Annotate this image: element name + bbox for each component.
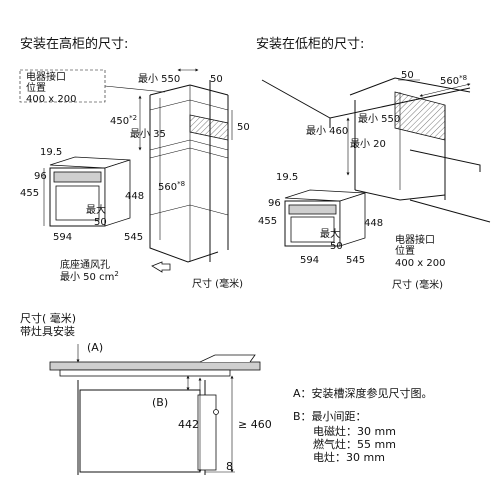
oven-door [197,394,217,471]
tall-shelf-2 [149,139,229,151]
title-low-cabinet: 安装在低柜的尺寸: [256,36,364,52]
bottom-unit-1: 尺寸( 毫米) [20,311,76,325]
tall-cabinet-top-edge-2 [189,84,229,96]
dim-442: 442 [178,418,199,431]
low-dim-455: 455 [258,216,277,227]
tall-cabinet-top-edge [149,84,191,96]
tall-cabinet-drawing: 电器接口 位置 400 x 200 最小 550 50 50 450*2 最小 … [19,68,250,290]
low-dim-19-5: 19.5 [276,172,298,183]
low-dim-545: 545 [346,255,365,266]
tall-oven-door [55,185,100,221]
low-dim-560: 560*8 [440,74,467,87]
note-b1: 电磁灶：30 mm [313,425,396,438]
tall-dim-max50: 50 [94,217,107,228]
tall-dim-545: 545 [124,232,143,243]
low-dim-50: 50 [401,70,414,81]
tall-dim-19-5: 19.5 [40,147,62,158]
tall-dim-50-right: 50 [237,122,250,133]
low-socket-label-1: 电器接口 [395,233,435,246]
low-oven-door [290,216,335,243]
tall-oven-panel [53,171,102,183]
tall-dim-455: 455 [20,188,39,199]
low-oven-panel [288,204,337,215]
vent-label-2: 最小 50 cm2 [60,270,119,283]
tall-dim-450: 450*2 [110,114,137,127]
dim-460: ≥ 460 [238,418,272,431]
tall-socket-label-2: 位置 [26,81,46,94]
tall-dim-448: 448 [125,191,144,202]
low-max-label: 最大 [320,227,340,240]
low-dim-max50: 50 [330,241,343,252]
bottom-section-drawing: 尺寸( 毫米) 带灶具安装 (A) (B) 442 ≥ 460 8 [20,311,272,475]
low-socket-hatch [394,91,446,141]
low-plinth [409,149,481,172]
low-dim-min460: 最小 460 [306,125,348,137]
tall-shelf-1 [149,99,229,111]
tall-oven-drawing: 19.5 96 455 448 最大 50 594 545 底座通风孔 最小 5… [20,147,144,283]
title-tall-cabinet: 安装在高柜的尺寸: [20,36,128,52]
low-oven-side [339,192,366,247]
label-a: (A) [87,341,103,354]
tall-max-label: 最大 [86,203,106,216]
tall-oven-side [104,159,131,227]
note-b3: 电灶：30 mm [313,451,385,464]
tall-dim-min35: 最小 35 [130,128,166,140]
low-cabinet-bottom [354,189,446,201]
hob-knob [199,354,256,363]
tall-socket-leader [104,85,166,93]
low-dim-448: 448 [364,218,383,229]
low-floor-line [409,199,491,223]
tall-socket-hatch [189,114,229,141]
oven-knob-icon [213,409,219,415]
tall-socket-label-1: 电器接口 [26,70,66,83]
low-dim-96: 96 [268,198,281,209]
low-oven-drawing: 19.5 96 455 448 最大 50 594 545 电器接口 位置 40… [258,172,445,269]
oven-body [79,389,201,473]
hob-underside [59,369,231,377]
note-b: B：最小间距： [293,410,367,423]
tall-cabinet-outline-left [149,95,219,263]
tall-unit-label: 尺寸 (毫米) [192,277,243,290]
tall-socket-size: 400 x 200 [26,94,76,105]
countertop [49,361,261,371]
label-b: (B) [152,396,168,409]
bottom-unit-2: 带灶具安装 [20,324,75,338]
low-dim-560-line [419,83,471,97]
tall-dim-50-top: 50 [210,74,223,85]
low-unit-label: 尺寸 (毫米) [392,278,443,291]
note-b2: 燃气灶：55 mm [313,437,396,451]
tall-dim-96: 96 [34,171,47,182]
low-dim-min550: 最小 550 [358,113,400,125]
low-cabinet-drawing: 50 560*8 最小 460 最小 550 最小 20 尺寸 (毫米) [261,70,491,291]
low-socket-size: 400 x 200 [395,258,445,269]
tall-dim-594: 594 [53,232,72,243]
low-socket-label-2: 位置 [395,244,415,257]
low-dim-594: 594 [300,255,319,266]
low-dim-min20: 最小 20 [350,138,386,150]
note-a: A：安装槽深度参见尺寸图。 [293,386,433,400]
vent-arrow-icon [151,261,171,273]
tall-dim-560: 560*8 [158,180,185,193]
tall-dim-min550: 最小 550 [138,73,180,85]
tall-shelf-4 [149,204,229,216]
dim-8: 8 [226,460,233,473]
tall-shelf-3 [149,147,229,159]
vent-label-1: 底座通风孔 [60,258,110,271]
